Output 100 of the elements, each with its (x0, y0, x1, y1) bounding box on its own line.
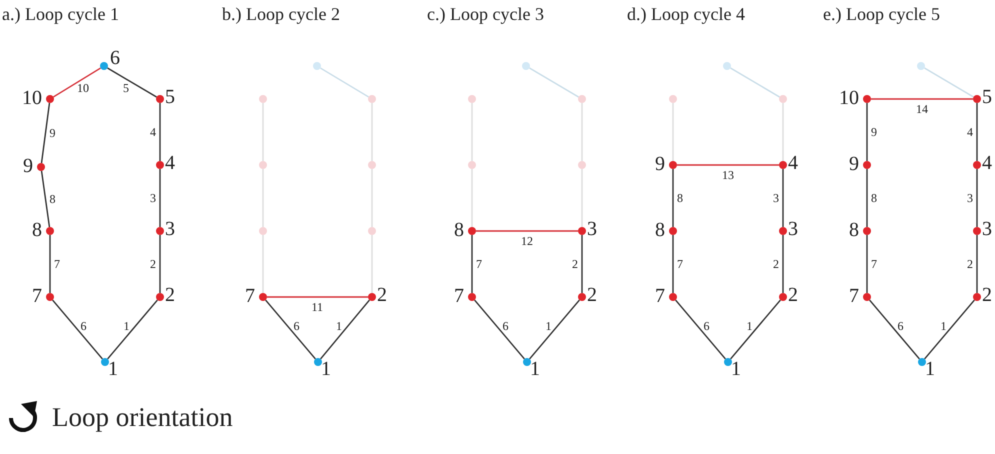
edge-label: 7 (871, 258, 877, 270)
connector-line (529, 67, 579, 98)
edge-label: 1 (940, 320, 946, 332)
connector-line (474, 300, 525, 360)
connector-line (672, 103, 674, 161)
edge-label: 2 (773, 258, 779, 270)
connector-line (262, 103, 264, 161)
edge-label: 3 (773, 192, 779, 204)
edge-label: 7 (54, 258, 60, 270)
connector-line (730, 67, 780, 98)
connector-line (976, 169, 978, 227)
connector-line (159, 169, 161, 227)
connector-line (371, 235, 373, 293)
connector-line (471, 103, 473, 161)
edge-label: 1 (746, 320, 752, 332)
connector-line (262, 169, 264, 227)
connector-line (672, 169, 674, 227)
connector-line (107, 300, 158, 360)
panel-title: d.) Loop cycle 4 (627, 4, 745, 24)
vertex-number: 7 (454, 286, 464, 306)
edge-label: 7 (476, 258, 482, 270)
vertex-number: 3 (982, 219, 992, 239)
vertex-number: 2 (377, 285, 387, 305)
connector-line (159, 235, 161, 293)
vertex-number: 7 (655, 286, 665, 306)
edge-label: 12 (521, 235, 533, 247)
connector-line (924, 300, 975, 360)
edge-label: 6 (80, 320, 86, 332)
edge-label: 4 (150, 126, 156, 138)
vertex-number: 4 (165, 153, 175, 173)
connector-line (471, 169, 473, 227)
connector-line (40, 170, 50, 228)
vertex-number: 9 (23, 156, 33, 176)
connector-line (869, 300, 920, 360)
vertex-number: 9 (849, 154, 859, 174)
vertex-number: 2 (165, 285, 175, 305)
panel-title: e.) Loop cycle 5 (823, 4, 940, 24)
edge-label: 11 (312, 301, 324, 313)
edge-label: 9 (50, 127, 56, 139)
vertex-number: 8 (32, 220, 42, 240)
vertex-number: 6 (110, 48, 120, 68)
edge-label: 1 (546, 320, 552, 332)
connector-line (320, 300, 370, 360)
connector-line (40, 102, 50, 164)
edge-label: 1 (336, 320, 342, 332)
vertex-number: 5 (165, 87, 175, 107)
edge-label: 8 (871, 192, 877, 204)
connector-line (976, 103, 978, 161)
connector-line (476, 230, 578, 232)
vertex-number: 4 (982, 153, 992, 173)
connector-line (976, 235, 978, 293)
connector-line (320, 67, 369, 98)
vertex-number: 10 (839, 88, 859, 108)
connector-line (675, 300, 726, 360)
edge-label: 2 (150, 258, 156, 270)
panel-title: a.) Loop cycle 1 (2, 4, 119, 24)
edge-label: 9 (871, 126, 877, 138)
vertex-number: 9 (655, 154, 665, 174)
connector-line (866, 103, 868, 161)
connector-line (262, 235, 264, 293)
vertex-number: 1 (321, 359, 331, 379)
connector-line (49, 235, 51, 293)
panel-title: c.) Loop cycle 3 (427, 4, 544, 24)
connector-line (581, 103, 583, 161)
connector-line (471, 235, 473, 293)
connector-line (267, 296, 368, 298)
vertex-number: 5 (982, 87, 992, 107)
connector-line (107, 67, 157, 98)
connector-line (871, 98, 973, 100)
connector-line (581, 235, 583, 293)
connector-line (782, 103, 784, 161)
vertex-number: 2 (982, 285, 992, 305)
vertex-number: 8 (655, 220, 665, 240)
edge-label: 3 (967, 192, 973, 204)
edge-label: 8 (50, 193, 56, 205)
vertex-number: 3 (165, 219, 175, 239)
connector-line (866, 235, 868, 293)
connector-line (159, 103, 161, 161)
edge-label: 1 (124, 320, 130, 332)
edge-label: 13 (722, 169, 734, 181)
edge-label: 6 (502, 320, 508, 332)
connector-line (924, 67, 974, 98)
edge-label: 2 (967, 258, 973, 270)
connector-line (529, 300, 580, 360)
vertex-number: 7 (32, 286, 42, 306)
connector-line (677, 164, 779, 166)
edge-label: 8 (677, 192, 683, 204)
vertex-number: 1 (731, 359, 741, 379)
vertex-number: 8 (454, 220, 464, 240)
vertex-number: 8 (849, 220, 859, 240)
vertex-number: 2 (587, 285, 597, 305)
edge-label: 6 (898, 320, 904, 332)
vertex-number: 1 (925, 359, 935, 379)
vertex-number: 10 (22, 88, 42, 108)
edge-label: 5 (123, 82, 129, 94)
vertex-number: 3 (587, 219, 597, 239)
connector-line (730, 300, 781, 360)
edge-label: 6 (704, 320, 710, 332)
connector-line (53, 67, 101, 98)
connector-line (265, 300, 316, 360)
